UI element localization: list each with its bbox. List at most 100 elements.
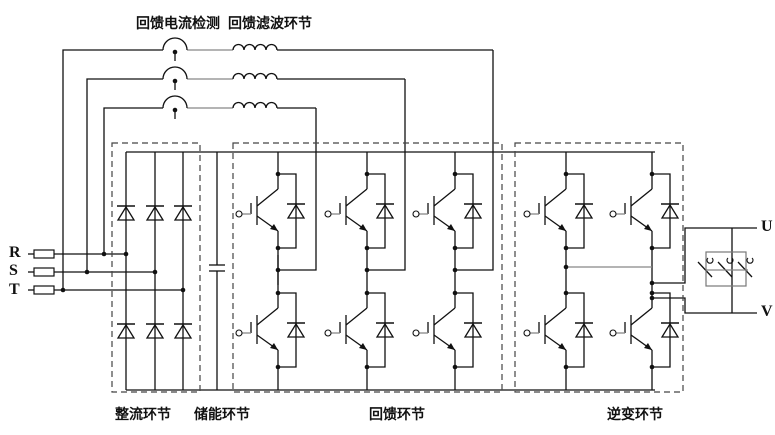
igbt-arrow	[270, 343, 278, 350]
phase-node	[275, 267, 281, 273]
junction-dot	[101, 251, 107, 257]
igbt-collector-lead	[544, 188, 567, 207]
gate-terminal-icon	[609, 329, 617, 337]
igbt-arrow	[644, 343, 652, 350]
contactor-box	[705, 251, 747, 287]
inverter-block	[514, 142, 684, 393]
rectifier-diode-icon	[145, 205, 165, 221]
rectifier-diode-icon	[116, 323, 136, 339]
igbt-node	[563, 364, 569, 370]
feedback-igbt-upper-icon	[324, 210, 367, 231]
terminal-t: T	[9, 281, 20, 298]
antiparallel-diode-icon	[286, 322, 306, 338]
rectifier-diode-icon	[173, 205, 193, 221]
current-sensor-dot	[172, 78, 178, 84]
diode-triangle	[286, 322, 306, 338]
diode-triangle	[660, 203, 680, 219]
feedback-wire	[62, 49, 163, 290]
igbt-node	[452, 171, 458, 177]
output-wire-v	[652, 297, 757, 314]
igbt-collector-lead	[256, 307, 279, 326]
rectifier-diode-icon	[145, 323, 165, 339]
feedback-igbt-upper-icon	[235, 210, 278, 231]
label-energy-storage: 储能环节	[194, 407, 250, 423]
junction-dot	[60, 287, 66, 293]
igbt-arrow	[644, 224, 652, 231]
feedback-wire	[103, 107, 163, 254]
gate-terminal-icon	[324, 210, 332, 218]
igbt-node	[364, 364, 370, 370]
antiparallel-diode-wire	[278, 173, 297, 249]
label-inverter: 逆变环节	[607, 407, 663, 423]
junction-dot	[84, 269, 90, 275]
antiparallel-diode-icon	[286, 203, 306, 219]
antiparallel-diode-wire	[278, 292, 297, 368]
antiparallel-diode-wire	[367, 173, 386, 249]
diode-triangle	[145, 205, 165, 221]
contact-hook-icon	[726, 257, 734, 264]
feedback-igbt-lower-icon	[235, 329, 278, 350]
igbt-node	[364, 290, 370, 296]
diode-triangle	[660, 322, 680, 338]
igbt-node	[275, 290, 281, 296]
igbt-node	[649, 171, 655, 177]
diode-triangle	[116, 205, 136, 221]
current-sensor-dot	[172, 49, 178, 55]
diode-triangle	[574, 322, 594, 338]
inductor-icon	[232, 72, 278, 80]
igbt-node	[364, 245, 370, 251]
diode-triangle	[116, 323, 136, 339]
igbt-node	[452, 364, 458, 370]
current-sensor-icon	[162, 66, 188, 80]
antiparallel-diode-wire	[455, 173, 474, 249]
diode-triangle	[574, 203, 594, 219]
terminal-v: V	[761, 303, 773, 320]
igbt-node	[275, 171, 281, 177]
current-sensor-icon	[162, 95, 188, 109]
label-feedback: 回馈环节	[369, 407, 425, 423]
current-sensor-icon	[162, 37, 188, 51]
feedback-igbt-lower-icon	[412, 329, 455, 350]
igbt-arrow	[270, 224, 278, 231]
contact-hook-icon	[746, 257, 754, 264]
igbt-node	[452, 245, 458, 251]
contact-hook-icon	[706, 257, 714, 264]
current-sensor-dot	[172, 107, 178, 113]
output-wire-u	[652, 227, 757, 284]
antiparallel-diode-icon	[574, 322, 594, 338]
igbt-collector-lead	[256, 188, 279, 207]
igbt-node	[452, 290, 458, 296]
inverter-igbt-lower-icon	[523, 329, 566, 350]
igbt-node	[275, 245, 281, 251]
diode-triangle	[375, 203, 395, 219]
diode-triangle	[173, 323, 193, 339]
gate-terminal-icon	[412, 329, 420, 337]
junction-dot	[152, 269, 158, 275]
igbt-collector-lead	[433, 307, 456, 326]
inductor-icon	[232, 101, 278, 109]
gate-terminal-icon	[523, 210, 531, 218]
feedback-wire	[455, 50, 494, 271]
antiparallel-diode-wire	[566, 173, 585, 249]
diode-triangle	[463, 203, 483, 219]
rectifier-diode-icon	[173, 323, 193, 339]
fuse-icon	[33, 285, 55, 295]
antiparallel-diode-wire	[367, 292, 386, 368]
junction-dot	[123, 251, 129, 257]
antiparallel-diode-wire	[652, 173, 671, 249]
diode-triangle	[173, 205, 193, 221]
antiparallel-diode-icon	[463, 322, 483, 338]
igbt-node	[563, 171, 569, 177]
igbt-arrow	[447, 343, 455, 350]
diode-triangle	[286, 203, 306, 219]
rectifier-block	[111, 142, 201, 393]
feedback-block	[232, 142, 503, 393]
label-feedback-current-detection: 回馈电流检测	[136, 16, 220, 32]
igbt-node	[649, 290, 655, 296]
gate-terminal-icon	[412, 210, 420, 218]
antiparallel-diode-wire	[455, 292, 474, 368]
gate-terminal-icon	[235, 329, 243, 337]
gate-terminal-icon	[523, 329, 531, 337]
terminal-u: U	[761, 218, 773, 235]
igbt-collector-lead	[345, 307, 368, 326]
